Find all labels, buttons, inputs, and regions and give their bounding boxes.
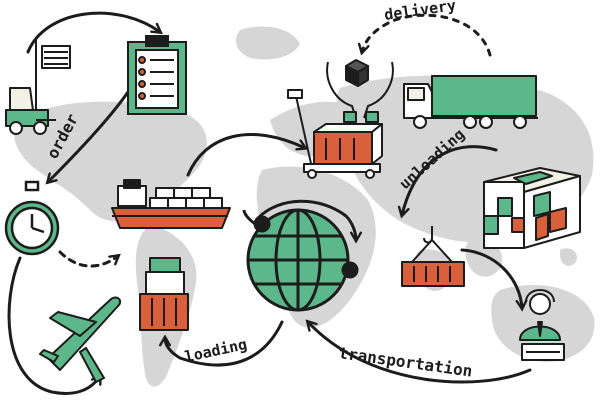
delivery-truck-icon bbox=[403, 75, 538, 129]
arrow-forklift-to-clipboard bbox=[26, 11, 163, 54]
arrow-globe-orbit-top bbox=[256, 199, 362, 244]
pallet-jack-icon bbox=[287, 89, 383, 179]
arrow-globe-to-containers bbox=[159, 320, 284, 367]
process-arrows bbox=[7, 11, 532, 395]
airplane-icon bbox=[39, 296, 122, 383]
arrow-ship-to-pallet bbox=[186, 133, 309, 177]
clipboard-checklist-icon bbox=[127, 35, 187, 115]
globe-icon bbox=[242, 208, 359, 312]
stopwatch-icon bbox=[4, 180, 60, 256]
label-delivery: delivery bbox=[383, 0, 457, 24]
arrow-stopwatch-to-ship bbox=[58, 250, 121, 268]
crane-hook-container-icon bbox=[401, 226, 465, 287]
container-stack-icon bbox=[139, 257, 189, 331]
hands-holding-box-icon bbox=[326, 59, 394, 123]
cargo-ship-icon bbox=[111, 179, 231, 229]
arrow-clipboard-to-stopwatch bbox=[45, 90, 130, 185]
support-operator-icon bbox=[519, 289, 565, 361]
arrow-operator-to-globe bbox=[305, 319, 532, 384]
arrow-boxes-to-hook bbox=[397, 145, 498, 219]
forklift-icon bbox=[5, 40, 71, 135]
stacked-boxes-icon bbox=[483, 167, 581, 249]
arrow-hook-to-operator bbox=[460, 248, 528, 312]
arrow-stopwatch-to-plane bbox=[7, 256, 102, 395]
arrow-delivery-to-hands bbox=[357, 13, 492, 57]
